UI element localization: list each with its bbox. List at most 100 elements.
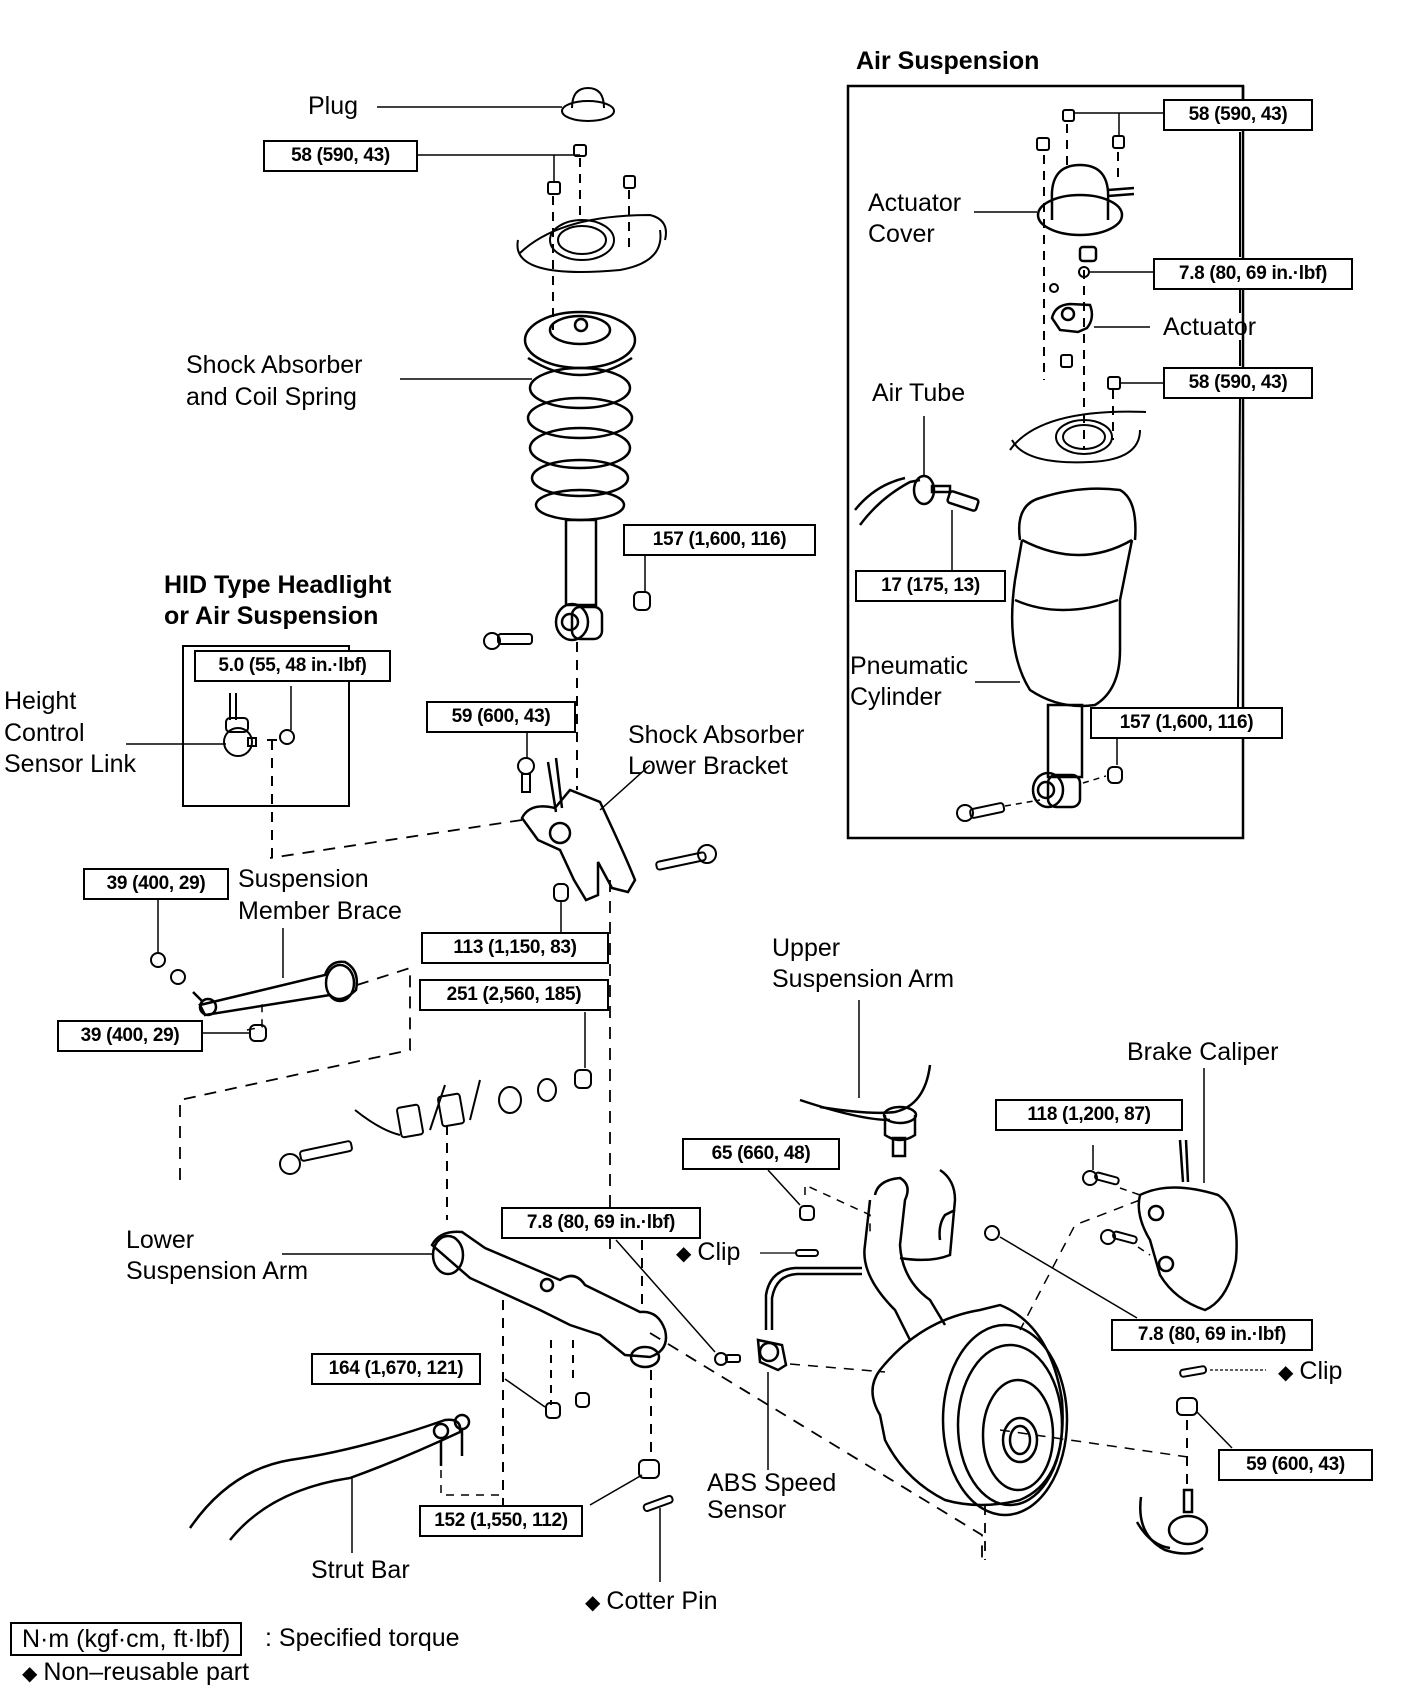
torque-bracket-nut: 113 (1,150, 83) [421,932,609,964]
non-reusable-diamond-icon: ◆ [585,1592,601,1614]
shock-lower-nut [633,591,651,611]
bracket-through-bolt [655,844,717,871]
strut-bar-nut [545,1402,561,1419]
brake-caliper-part [1137,1139,1238,1312]
torque-air-mount-nuts: 58 (590, 43) [1163,367,1313,399]
air-cover-nuts [1036,109,1125,151]
torque-ball-joint-nut: 152 (1,550, 112) [419,1505,583,1537]
non-reusable-diamond-icon: ◆ [22,1663,38,1685]
torque-shock-lower-bolt: 157 (1,600, 116) [623,524,816,556]
torque-upper-mount-nuts: 58 (590, 43) [263,140,418,172]
label-height-sensor-line1: Height [4,687,77,715]
label-upper-arm-line2: Suspension Arm [772,965,955,993]
label-pneumatic-line1: Pneumatic [850,652,969,680]
legend-non-reusable: ◆Non–reusable part [22,1657,249,1690]
lower-arm-cam-bolt [279,1140,353,1175]
air-lower-bolt [956,802,1006,822]
torque-caliper-bolt: 118 (1,200, 87) [995,1099,1183,1131]
bracket-nut [553,883,569,902]
label-clip-left: ◆Clip [676,1237,740,1270]
pneumatic-cylinder-part [1010,487,1137,809]
torque-air-shock-lower-bolt: 157 (1,600, 116) [1090,707,1283,739]
shock-lower-bolt [483,632,533,650]
label-clip-right-text: Clip [1299,1357,1343,1385]
label-clip-left-text: Clip [697,1238,741,1266]
upper-suspension-arm-part [799,1064,932,1158]
hid-sensor-frame [182,645,350,807]
strut-bar-nut [575,1392,590,1408]
cam-washer [537,1078,557,1102]
label-abs-line1: ABS Speed [707,1469,837,1497]
label-lower-arm-line1: Lower [126,1226,195,1254]
non-reusable-diamond-icon: ◆ [1278,1362,1294,1384]
shock-absorber-coil-spring [523,310,637,642]
label-actuator: Actuator [1163,313,1257,341]
steering-knuckle-part [863,1168,957,1341]
torque-lower-bracket-bolt: 59 (600, 43) [426,701,576,733]
torque-air-cover-nuts: 58 (590, 43) [1163,99,1313,131]
label-clip-right: ◆Clip [1278,1356,1342,1389]
actuator-nut [1078,266,1090,278]
lower-suspension-arm-part [430,1230,668,1369]
upper-arm-nut [799,1205,815,1221]
label-shock-coil-line2: and Coil Spring [186,383,357,411]
section-title-hid-line1: HID Type Headlight [164,571,392,599]
label-lower-arm-line2: Suspension Arm [126,1257,309,1285]
abs-sensor-bolt [714,1352,741,1366]
label-air-tube: Air Tube [872,379,966,407]
label-pneumatic-line2: Cylinder [850,683,942,711]
shock-absorber-lower-bracket-part [520,757,637,902]
label-shock-coil-line1: Shock Absorber [186,351,363,379]
legend-torque-description: : Specified torque [265,1624,460,1652]
brace-nut [249,1024,267,1042]
actuator-cover-part [1036,163,1135,263]
air-lower-nut [1107,766,1123,784]
upper-mount-nuts [547,144,636,195]
torque-cam-nut: 251 (2,560, 185) [419,979,609,1011]
caliper-hose-bolt [984,1225,1000,1241]
legend-non-reusable-text: Non–reusable part [43,1658,250,1686]
label-actuator-cover-line1: Actuator [868,189,962,217]
label-height-sensor-line2: Control [4,719,85,747]
label-height-sensor-line3: Sensor Link [4,750,137,778]
tie-rod-nut [1176,1397,1198,1416]
plug-part [561,86,615,122]
label-cotter-pin-text: Cotter Pin [606,1587,718,1615]
torque-air-tube-fitting: 17 (175, 13) [855,570,1006,602]
label-upper-arm-line1: Upper [772,934,841,962]
label-plug: Plug [308,92,359,120]
brake-rotor-part [871,1303,1069,1517]
cam-nut [574,1069,592,1089]
label-brace-line2: Member Brace [238,897,402,925]
torque-height-sensor-nut: 5.0 (55, 48 in.·lbf) [194,650,391,682]
tie-rod-end-part [1135,1488,1209,1555]
label-brake-caliper: Brake Caliper [1127,1038,1279,1066]
label-cotter-pin: ◆Cotter Pin [585,1586,718,1619]
non-reusable-diamond-icon: ◆ [676,1243,692,1265]
spring-seat [516,213,667,273]
height-control-sensor-link-part [223,693,295,757]
label-strut-bar: Strut Bar [311,1556,410,1584]
torque-actuator-nut: 7.8 (80, 69 in.·lbf) [1153,258,1353,290]
torque-strut-bar-nut: 164 (1,670, 121) [311,1353,481,1385]
brace-washer [150,952,166,968]
caliper-bolts [1082,1170,1138,1245]
label-abs-line2: Sensor [707,1496,787,1524]
torque-tie-rod-nut: 59 (600, 43) [1218,1449,1373,1481]
air-tube-part [854,474,980,526]
cam-washer [498,1086,522,1114]
air-mount-plate [1009,410,1147,464]
bracket-bolt [517,757,535,793]
torque-upper-arm-nut: 65 (660, 48) [682,1138,840,1170]
label-actuator-cover-line2: Cover [868,220,935,248]
label-lower-bracket-line1: Shock Absorber [628,721,805,749]
legend-torque-unit-box: N·m (kgf·cm, ft·lbf) [10,1622,243,1656]
torque-brace-lower-nut: 39 (400, 29) [57,1020,203,1052]
ball-joint-nut [638,1459,660,1479]
cotter-pin-part [642,1494,674,1513]
torque-abs-sensor-bolt: 7.8 (80, 69 in.·lbf) [501,1207,701,1239]
strut-bar-part [188,1413,471,1541]
abs-speed-sensor-part [756,1266,862,1372]
torque-caliper-hose-bolt: 7.8 (80, 69 in.·lbf) [1111,1319,1313,1351]
